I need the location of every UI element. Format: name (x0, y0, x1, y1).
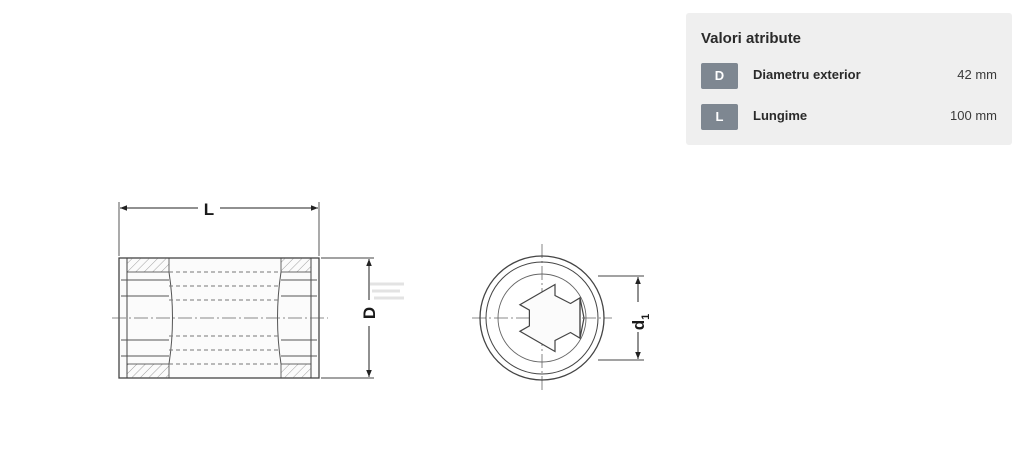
attribute-symbol-badge: D (701, 63, 738, 89)
hidden-lines (169, 271, 281, 365)
end-view: d1 (472, 244, 652, 390)
outer-circle (479, 255, 605, 381)
attribute-value: 100 mm (950, 108, 997, 123)
inner-diameter-label: d1 (629, 314, 652, 331)
attribute-row-length: L Lungime 100 mm (701, 104, 997, 130)
technical-drawing: L D (112, 200, 652, 390)
attribute-row-diameter: D Diametru exterior 42 mm (701, 63, 997, 89)
wall-hatch-bottom-left (126, 363, 170, 379)
panel-title: Valori atribute (701, 30, 802, 47)
wall-hatch-bottom-right (280, 363, 312, 379)
watermark-logo (370, 282, 404, 300)
spline-profile (518, 283, 581, 353)
wall-hatch-top-left (126, 257, 170, 273)
attribute-symbol-badge: L (701, 104, 738, 130)
chamfer-circle (485, 261, 599, 375)
bore-circle (497, 273, 587, 363)
wall-hatch-top-right (280, 257, 312, 273)
attribute-name: Diametru exterior (753, 67, 861, 82)
attribute-name: Lungime (753, 108, 808, 123)
attribute-value: 42 mm (957, 67, 997, 82)
side-view: L D (112, 200, 379, 379)
diameter-label: D (360, 307, 379, 319)
attributes-panel: Valori atribute D Diametru exterior 42 m… (686, 13, 1012, 145)
spline-grooves (121, 271, 317, 365)
length-label: L (204, 200, 214, 219)
